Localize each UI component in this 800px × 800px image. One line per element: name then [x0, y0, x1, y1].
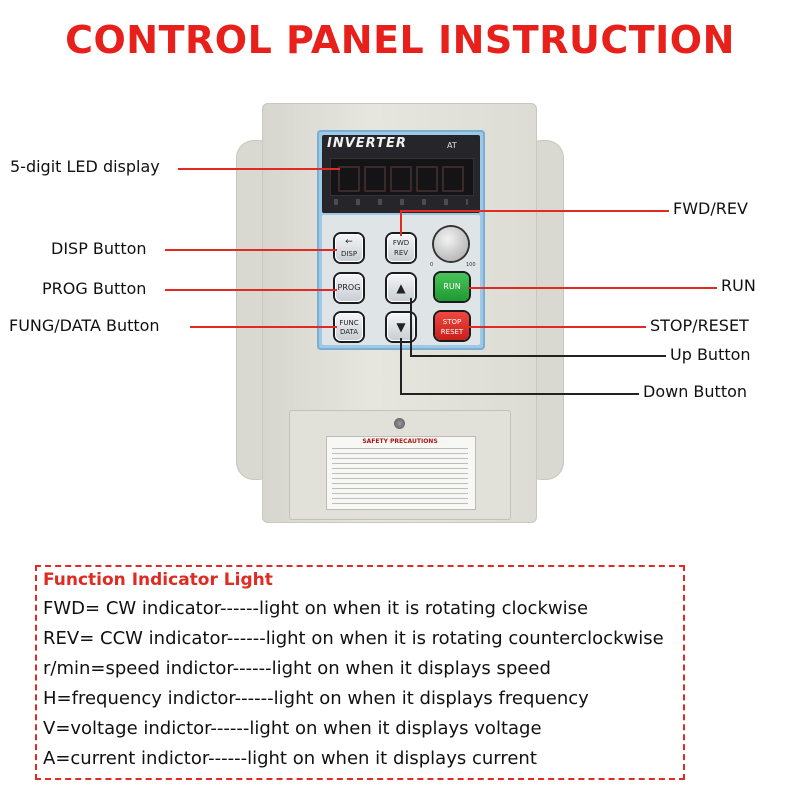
indicator-line: A=current indictor------light on when it…	[43, 748, 537, 769]
indicator-lights	[334, 199, 468, 205]
label-fwd-rev: FWD/REV	[673, 199, 748, 218]
safety-sticker	[326, 436, 476, 510]
label-prog-button: PROG Button	[42, 279, 147, 298]
device-brand: INVERTER	[327, 136, 407, 151]
page-title: CONTROL PANEL INSTRUCTION	[65, 18, 735, 62]
label-up-button: Up Button	[670, 345, 751, 364]
led-digit	[442, 166, 464, 192]
disp-key-label: DISP	[340, 250, 358, 258]
leader-line	[400, 338, 402, 394]
data-key-label: DATA	[339, 328, 359, 336]
indicator-line: r/min=speed indictor------light on when …	[43, 658, 551, 679]
knob-min-label: 0	[430, 262, 434, 268]
indicator-line: H=frequency indictor------light on when …	[43, 688, 589, 709]
screw-icon	[394, 418, 405, 429]
stop-key-label: STOP	[442, 318, 462, 326]
leader-line	[190, 326, 337, 328]
fwd-key-label: FWD	[392, 239, 410, 247]
knob-max-label: 100	[466, 262, 476, 268]
speed-knob[interactable]	[434, 227, 468, 261]
rev-key-label: REV	[393, 249, 409, 257]
sticker-text-lines	[332, 448, 468, 504]
label-stop-reset: STOP/RESET	[650, 316, 749, 335]
leader-line	[410, 298, 412, 356]
down-arrow-icon: ▼	[396, 320, 406, 334]
func-key-label: FUNC	[339, 319, 359, 327]
arrow-left-icon: ←	[345, 237, 353, 247]
prog-key[interactable]: PROG	[335, 274, 363, 302]
led-digit	[338, 166, 360, 192]
up-arrow-icon: ▲	[396, 281, 406, 295]
up-key[interactable]: ▲	[387, 274, 415, 302]
led-display	[330, 158, 474, 196]
leader-line	[468, 287, 717, 289]
indicator-line: REV= CCW indicator------light on when it…	[43, 628, 664, 649]
disp-key[interactable]: ← DISP	[335, 234, 363, 262]
indicator-line: V=voltage indictor------light on when it…	[43, 718, 542, 739]
led-digit	[390, 166, 412, 192]
device-model: AT	[447, 141, 457, 150]
leader-line	[401, 210, 669, 212]
fwd-rev-key[interactable]: FWD REV	[387, 234, 415, 262]
label-disp-button: DISP Button	[51, 239, 147, 258]
sticker-title: SAFETY PRECAUTIONS	[362, 438, 438, 445]
run-key[interactable]: RUN	[435, 273, 469, 301]
function-indicator-box	[35, 565, 685, 780]
indicator-line: FWD= CW indicator------light on when it …	[43, 598, 589, 619]
stop-reset-key[interactable]: STOP RESET	[435, 312, 469, 340]
leader-line	[178, 168, 340, 170]
led-digit	[416, 166, 438, 192]
function-indicator-title: Function Indicator Light	[43, 570, 273, 590]
leader-line	[410, 355, 666, 357]
reset-key-label: RESET	[440, 328, 464, 336]
func-data-key[interactable]: FUNC DATA	[335, 313, 363, 341]
label-led-display: 5-digit LED display	[10, 157, 160, 176]
prog-key-label: PROG	[337, 283, 361, 292]
led-digit	[364, 166, 386, 192]
leader-line	[165, 249, 337, 251]
label-down-button: Down Button	[643, 382, 748, 401]
leader-line	[468, 326, 646, 328]
leader-line	[400, 393, 639, 395]
run-key-label: RUN	[443, 282, 461, 291]
leader-line	[165, 289, 337, 291]
label-func-data-button: FUNG/DATA Button	[9, 316, 160, 335]
label-run: RUN	[721, 276, 756, 295]
leader-line	[400, 210, 402, 236]
